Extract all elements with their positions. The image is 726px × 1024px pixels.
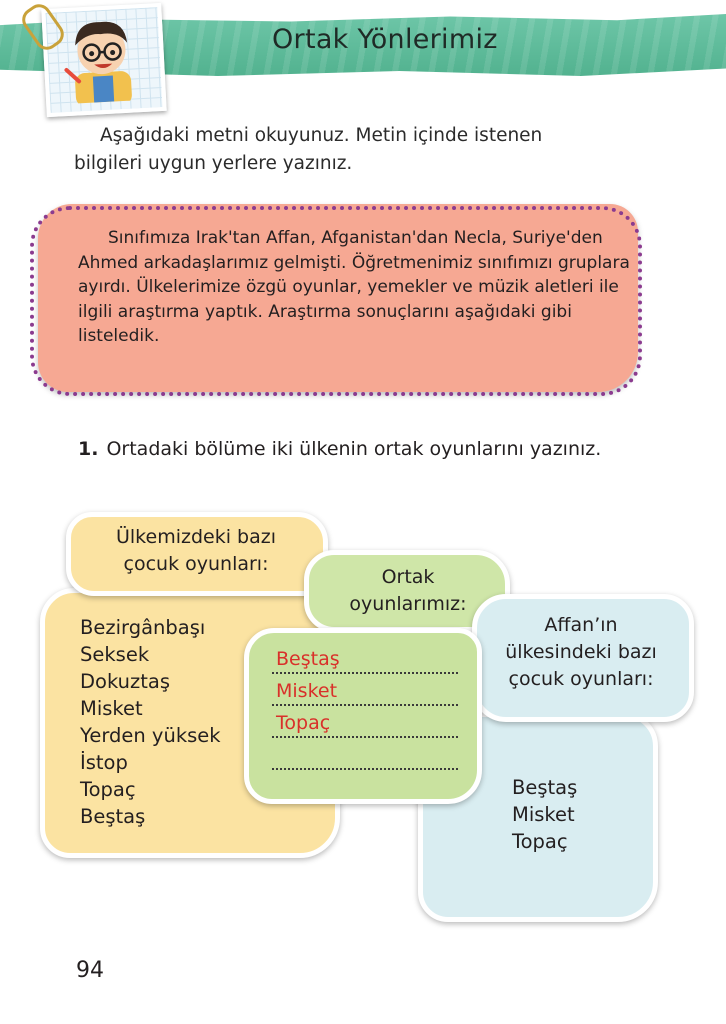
- list-item: Yerden yüksek: [80, 724, 221, 747]
- list-item: Misket: [512, 803, 575, 826]
- list-item: Dokuztaş: [80, 670, 170, 693]
- answer-text: Misket: [276, 680, 338, 702]
- avatar: [41, 2, 167, 118]
- list-item: İstop: [80, 751, 128, 774]
- list-item: Topaç: [512, 830, 568, 853]
- right-panel-list: Beştaş Misket Topaç: [512, 774, 577, 855]
- page-number: 94: [76, 958, 104, 983]
- reading-text: Sınıfımıza Irak'tan Affan, Afganistan'da…: [78, 226, 638, 349]
- answer-line[interactable]: [272, 738, 458, 770]
- middle-panel-body: [244, 628, 482, 804]
- question-1: 1. Ortadaki bölüme iki ülkenin ortak oyun…: [78, 438, 601, 460]
- page-title: Ortak Yönlerimiz: [272, 24, 498, 55]
- reading-paragraph: Sınıfımıza Irak'tan Affan, Afganistan'da…: [78, 228, 630, 346]
- right-panel-header: [472, 594, 694, 722]
- answer-text: Beştaş: [276, 648, 340, 670]
- middle-panel-title: Ortak oyunlarımız:: [349, 566, 467, 615]
- answer-text: Topaç: [276, 712, 331, 734]
- answer-line[interactable]: Misket: [272, 674, 458, 706]
- list-item: Bezirgânbaşı: [80, 616, 206, 639]
- left-panel-list: Bezirgânbaşı Seksek Dokuztaş Misket Yerd…: [80, 614, 221, 830]
- left-panel-title: Ülkemizdeki bazı çocuk oyunları:: [116, 526, 276, 575]
- list-item: Seksek: [80, 643, 150, 666]
- list-item: Beştaş: [80, 805, 146, 828]
- question-number: 1.: [78, 438, 99, 460]
- answer-line[interactable]: Topaç: [272, 706, 458, 738]
- boy-illustration-icon: [64, 21, 132, 107]
- answer-line[interactable]: Beştaş: [272, 642, 458, 674]
- instructions-text: Aşağıdaki metni okuyunuz. Metin içinde i…: [74, 125, 543, 174]
- list-item: Topaç: [80, 778, 136, 801]
- list-item: Misket: [80, 697, 143, 720]
- left-panel-header: [66, 512, 328, 596]
- question-text: Ortadaki bölüme iki ülkenin ortak oyunla…: [106, 438, 602, 460]
- reading-box: [38, 204, 638, 392]
- list-item: Beştaş: [512, 776, 578, 799]
- answer-area: Beştaş Misket Topaç: [272, 642, 458, 770]
- right-panel-title: Affan’ın ülkesindeki bazı çocuk oyunları…: [505, 614, 657, 690]
